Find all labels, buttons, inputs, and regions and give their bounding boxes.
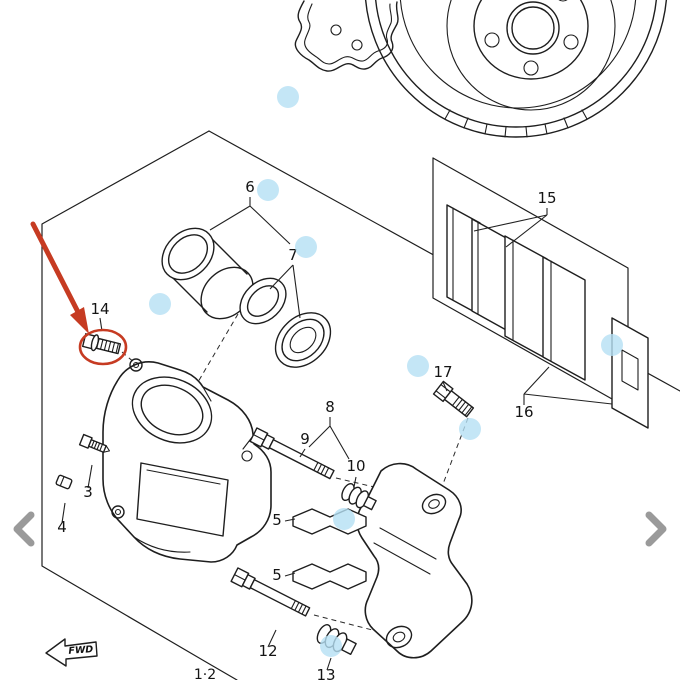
callout-17-label: 17 bbox=[433, 363, 452, 381]
callout-5b-label: 5 bbox=[272, 566, 282, 584]
callout-12-label: 12 bbox=[258, 642, 277, 660]
callout-labels: 6 7 14 15 16 17 8 9 10 5 5 3 4 12 13 1·2 bbox=[57, 178, 556, 680]
callout-leader-lines bbox=[61, 197, 613, 671]
figure-number-label: 1·2 bbox=[194, 667, 216, 680]
guide-pin-2-drawing bbox=[230, 567, 311, 617]
piston-seal-drawing bbox=[239, 277, 287, 325]
chevron-left-icon bbox=[13, 511, 35, 547]
callout-14-label: 14 bbox=[90, 300, 109, 318]
callout-15-label: 15 bbox=[537, 189, 556, 207]
callout-4-label: 4 bbox=[57, 518, 67, 536]
callout-8-label: 8 bbox=[325, 398, 335, 416]
shield-plate-drawing bbox=[294, 0, 399, 72]
bolt-14-drawing bbox=[81, 333, 122, 355]
callout-13-label: 13 bbox=[316, 666, 335, 680]
bleeder-cap-drawing bbox=[55, 474, 73, 490]
callout-9-label: 9 bbox=[300, 430, 310, 448]
hotspot-dot[interactable] bbox=[459, 418, 481, 440]
highlight-arrowhead bbox=[70, 307, 89, 334]
highlight-circle bbox=[78, 328, 128, 366]
caliper-body-drawing bbox=[102, 358, 272, 563]
hotspot-dot[interactable] bbox=[277, 86, 299, 108]
chevron-right-icon bbox=[645, 511, 667, 547]
caliper-bracket-drawing bbox=[356, 462, 473, 659]
mounting-bolt-drawing bbox=[432, 380, 475, 418]
hotspot-dot[interactable] bbox=[333, 508, 355, 530]
highlight-annotation bbox=[30, 221, 128, 366]
hotspot-dot[interactable] bbox=[407, 355, 429, 377]
pad-retainer-clip-drawing bbox=[292, 508, 367, 590]
callout-5a-label: 5 bbox=[272, 511, 282, 529]
callout-3-label: 3 bbox=[83, 483, 93, 501]
prev-diagram-button[interactable] bbox=[2, 503, 48, 555]
hotspot-dot[interactable] bbox=[149, 293, 171, 315]
brake-pads-and-shims-drawing bbox=[446, 204, 649, 429]
fwd-label: FWD bbox=[68, 644, 94, 657]
hotspot-dot[interactable] bbox=[295, 236, 317, 258]
bleeder-screw-drawing bbox=[78, 433, 111, 453]
hotspot-dot[interactable] bbox=[320, 635, 342, 657]
piston-boot-drawing bbox=[274, 312, 332, 368]
hotspot-dot[interactable] bbox=[257, 179, 279, 201]
callout-16-label: 16 bbox=[514, 403, 533, 421]
callout-7-label: 7 bbox=[288, 246, 298, 264]
callout-6-label: 6 bbox=[245, 178, 255, 196]
highlight-arrow bbox=[30, 221, 81, 315]
hotspot-dots bbox=[149, 86, 623, 657]
hotspot-dot[interactable] bbox=[601, 334, 623, 356]
pin-boot-drawing bbox=[341, 482, 377, 511]
callout-10-label: 10 bbox=[346, 457, 365, 475]
guide-pin-drawing bbox=[249, 427, 335, 480]
fwd-indicator: FWD bbox=[45, 638, 98, 667]
brake-rotor-drawing bbox=[364, 0, 668, 138]
next-diagram-button[interactable] bbox=[632, 503, 678, 555]
